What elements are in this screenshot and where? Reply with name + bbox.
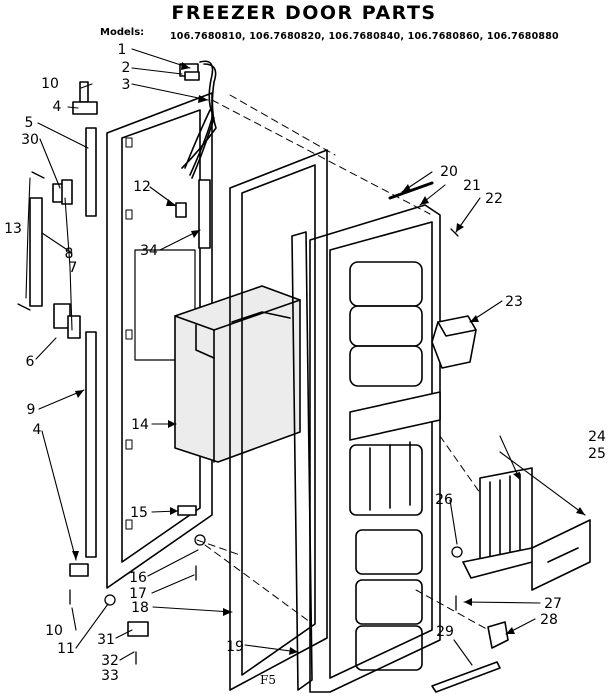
callout-labels: 1 2 3 4 5 30 10 12 13 8 7 34 6 9 4 14 15…	[4, 42, 606, 684]
arrow-heads	[72, 62, 585, 655]
callout-16: 16	[129, 570, 147, 586]
ice-chute	[431, 315, 477, 369]
callout-19: 19	[226, 639, 244, 655]
fill-tube	[175, 179, 211, 249]
bottom-bracket	[177, 505, 197, 516]
trim-strip	[388, 181, 434, 200]
alignment-lines	[196, 94, 493, 633]
diagram-title: FREEZER DOOR PARTS	[171, 2, 437, 24]
callout-32: 32	[101, 653, 119, 669]
callout-15: 15	[130, 505, 148, 521]
callout-5: 5	[25, 115, 34, 131]
bottom-rail	[431, 661, 501, 693]
callout-30: 30	[21, 132, 39, 148]
wiring-harness	[179, 60, 217, 179]
callout-14: 14	[131, 417, 149, 433]
callout-26: 26	[435, 492, 453, 508]
callout-31: 31	[97, 632, 115, 648]
control-plate	[531, 519, 591, 591]
callout-34: 34	[140, 243, 158, 259]
callout-7: 7	[69, 260, 78, 276]
footer-code: F5	[260, 673, 276, 687]
models-label: Models:	[100, 27, 145, 38]
callout-1: 1	[118, 42, 127, 58]
callout-29: 29	[436, 624, 454, 640]
models-list: 106.7680810, 106.7680820, 106.7680840, 1…	[170, 31, 559, 42]
callout-10-bottom: 10	[45, 623, 63, 639]
callout-9: 9	[27, 402, 36, 418]
callout-20: 20	[440, 164, 458, 180]
callout-23: 23	[505, 294, 523, 310]
callout-33: 33	[101, 668, 119, 684]
callout-2: 2	[122, 60, 131, 76]
fasteners	[17, 171, 463, 665]
callout-11: 11	[57, 641, 75, 657]
callout-4-lower: 4	[33, 422, 42, 438]
leader-lines	[25, 48, 586, 666]
bracket-28	[487, 621, 509, 649]
left-side-parts	[29, 81, 149, 637]
callout-13: 13	[4, 221, 22, 237]
callout-17: 17	[129, 586, 147, 602]
dispenser-housing	[174, 285, 301, 463]
door-gasket	[229, 149, 328, 691]
callout-28: 28	[540, 612, 558, 628]
inner-door-liner	[309, 204, 441, 693]
side-strip	[291, 231, 313, 691]
callout-27: 27	[544, 596, 562, 612]
callout-8: 8	[65, 246, 74, 262]
callout-25: 25	[588, 446, 606, 462]
callout-24: 24	[588, 429, 606, 445]
callout-10-top: 10	[41, 76, 59, 92]
callout-12: 12	[133, 179, 151, 195]
callout-21: 21	[463, 178, 481, 194]
callout-4: 4	[53, 99, 62, 115]
callout-18: 18	[131, 600, 149, 616]
motor-assembly	[462, 467, 541, 579]
callout-6: 6	[26, 354, 35, 370]
door-frame-panel	[106, 92, 213, 589]
callout-3: 3	[122, 77, 131, 93]
callout-22: 22	[485, 191, 503, 207]
